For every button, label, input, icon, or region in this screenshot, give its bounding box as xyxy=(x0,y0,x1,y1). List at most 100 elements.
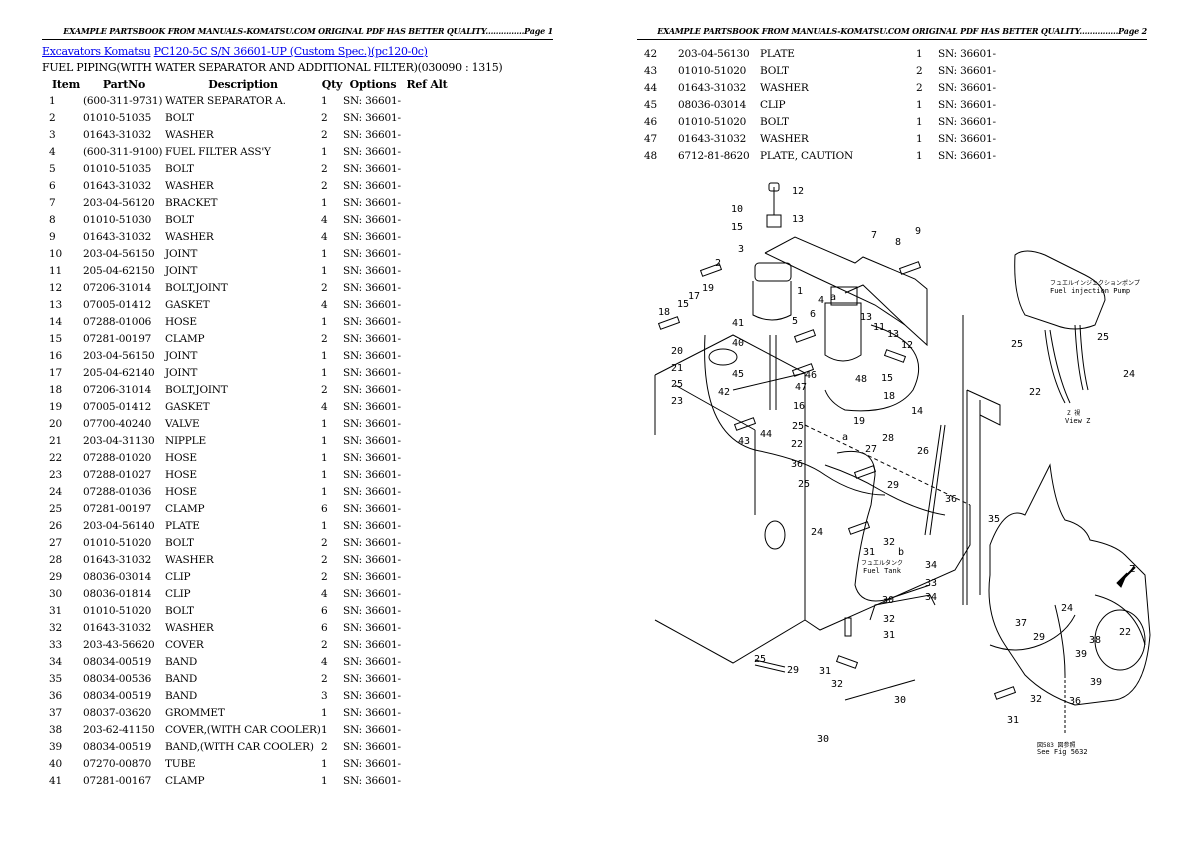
see-fig-label: See Fig 5632 xyxy=(1037,748,1088,756)
callout-label: 44 xyxy=(760,429,773,440)
callout-label: 13 xyxy=(860,312,873,323)
item-number: 29 xyxy=(49,570,62,583)
column-header-partno: PartNo xyxy=(102,77,146,91)
options: SN: 36601- xyxy=(938,98,996,111)
item-number: 34 xyxy=(49,655,62,668)
page-2: EXAMPLE PARTSBOOK FROM MANUALS-KOMATSU.C… xyxy=(595,0,1190,842)
view-z-label-jp: Z 視 xyxy=(1067,410,1081,417)
options: SN: 36601- xyxy=(343,604,401,617)
options: SN: 36601- xyxy=(343,740,401,753)
quantity: 6 xyxy=(321,604,328,617)
ref-alt xyxy=(403,466,451,483)
quantity: 4 xyxy=(321,587,328,600)
table-header-row: Item PartNo Description Qty Options Ref … xyxy=(44,76,451,92)
ref-alt xyxy=(998,130,1046,147)
quantity: 1 xyxy=(321,315,328,328)
callout-label: 45 xyxy=(732,369,745,380)
item-number: 43 xyxy=(644,64,657,77)
ref-alt xyxy=(403,330,451,347)
part-number: 205-04-62140 xyxy=(83,366,155,379)
ref-alt xyxy=(403,636,451,653)
options: SN: 36601- xyxy=(343,519,401,532)
part-description: WASHER xyxy=(165,230,214,243)
page-header: EXAMPLE PARTSBOOK FROM MANUALS-KOMATSU.C… xyxy=(637,26,1147,40)
ref-alt xyxy=(403,721,451,738)
quantity: 3 xyxy=(321,689,328,702)
options: SN: 36601- xyxy=(343,111,401,124)
options: SN: 36601- xyxy=(938,47,996,60)
callout-label: 31 xyxy=(1007,715,1020,726)
quantity: 1 xyxy=(321,349,328,362)
callout-label: 29 xyxy=(787,665,800,676)
item-number: 48 xyxy=(644,149,657,162)
item-number: 42 xyxy=(644,47,657,60)
callout-label: 19 xyxy=(702,283,715,294)
part-description: BOLT,JOINT xyxy=(165,281,228,294)
part-number: 01010-51020 xyxy=(83,604,152,617)
quantity: 2 xyxy=(321,281,328,294)
callout-label: 30 xyxy=(894,695,907,706)
callout-label: 22 xyxy=(1029,387,1042,398)
ref-alt xyxy=(403,245,451,262)
callout-label: 31 xyxy=(819,666,832,677)
options: SN: 36601- xyxy=(938,81,996,94)
part-description: PLATE, CAUTION xyxy=(760,149,854,162)
breadcrumb-link-model[interactable]: PC120-5C S/N 36601-UP (Custom Spec.)(pc1… xyxy=(153,45,428,58)
quantity: 2 xyxy=(321,672,328,685)
item-number: 31 xyxy=(49,604,62,617)
part-description: FUEL FILTER ASS'Y xyxy=(165,145,271,158)
part-number: 01010-51020 xyxy=(678,64,747,77)
options: SN: 36601- xyxy=(343,247,401,260)
callout-label: 21 xyxy=(671,363,684,374)
ref-alt xyxy=(403,381,451,398)
quantity: 4 xyxy=(321,230,328,243)
callout-label: 24 xyxy=(811,527,824,538)
section-title: FUEL PIPING(WITH WATER SEPARATOR AND ADD… xyxy=(42,61,503,74)
part-description: CLIP xyxy=(165,570,191,583)
part-number: 01010-51020 xyxy=(678,115,747,128)
part-number: 07288-01006 xyxy=(83,315,152,328)
options: SN: 36601- xyxy=(938,115,996,128)
quantity: 2 xyxy=(916,81,923,94)
item-number: 30 xyxy=(49,587,62,600)
part-description: COVER xyxy=(165,638,204,651)
quantity: 1 xyxy=(321,434,328,447)
options: SN: 36601- xyxy=(343,655,401,668)
options: SN: 36601- xyxy=(343,349,401,362)
options: SN: 36601- xyxy=(343,706,401,719)
options: SN: 36601- xyxy=(343,689,401,702)
ref-alt xyxy=(403,126,451,143)
part-description: COVER,(WITH CAR COOLER) xyxy=(165,723,321,736)
part-description: BAND,(WITH CAR COOLER) xyxy=(165,740,314,753)
part-description: PLATE xyxy=(165,519,200,532)
callout-label: 25 xyxy=(754,654,767,665)
options: SN: 36601- xyxy=(343,94,401,107)
ref-alt xyxy=(403,670,451,687)
item-number: 14 xyxy=(49,315,62,328)
item-number: 17 xyxy=(49,366,62,379)
part-number: 203-04-56150 xyxy=(83,349,155,362)
part-description: CLAMP xyxy=(165,774,205,787)
item-number: 28 xyxy=(49,553,62,566)
breadcrumb-link-category[interactable]: Excavators Komatsu xyxy=(42,45,151,58)
callout-label: 8 xyxy=(895,237,902,248)
part-description: WASHER xyxy=(165,553,214,566)
page-header: EXAMPLE PARTSBOOK FROM MANUALS-KOMATSU.C… xyxy=(42,26,553,40)
ref-alt xyxy=(998,62,1046,79)
callout-label: 4 xyxy=(818,295,825,306)
part-number: 01643-31032 xyxy=(678,132,747,145)
item-number: 11 xyxy=(49,264,62,277)
quantity: 1 xyxy=(321,485,328,498)
options: SN: 36601- xyxy=(343,757,401,770)
